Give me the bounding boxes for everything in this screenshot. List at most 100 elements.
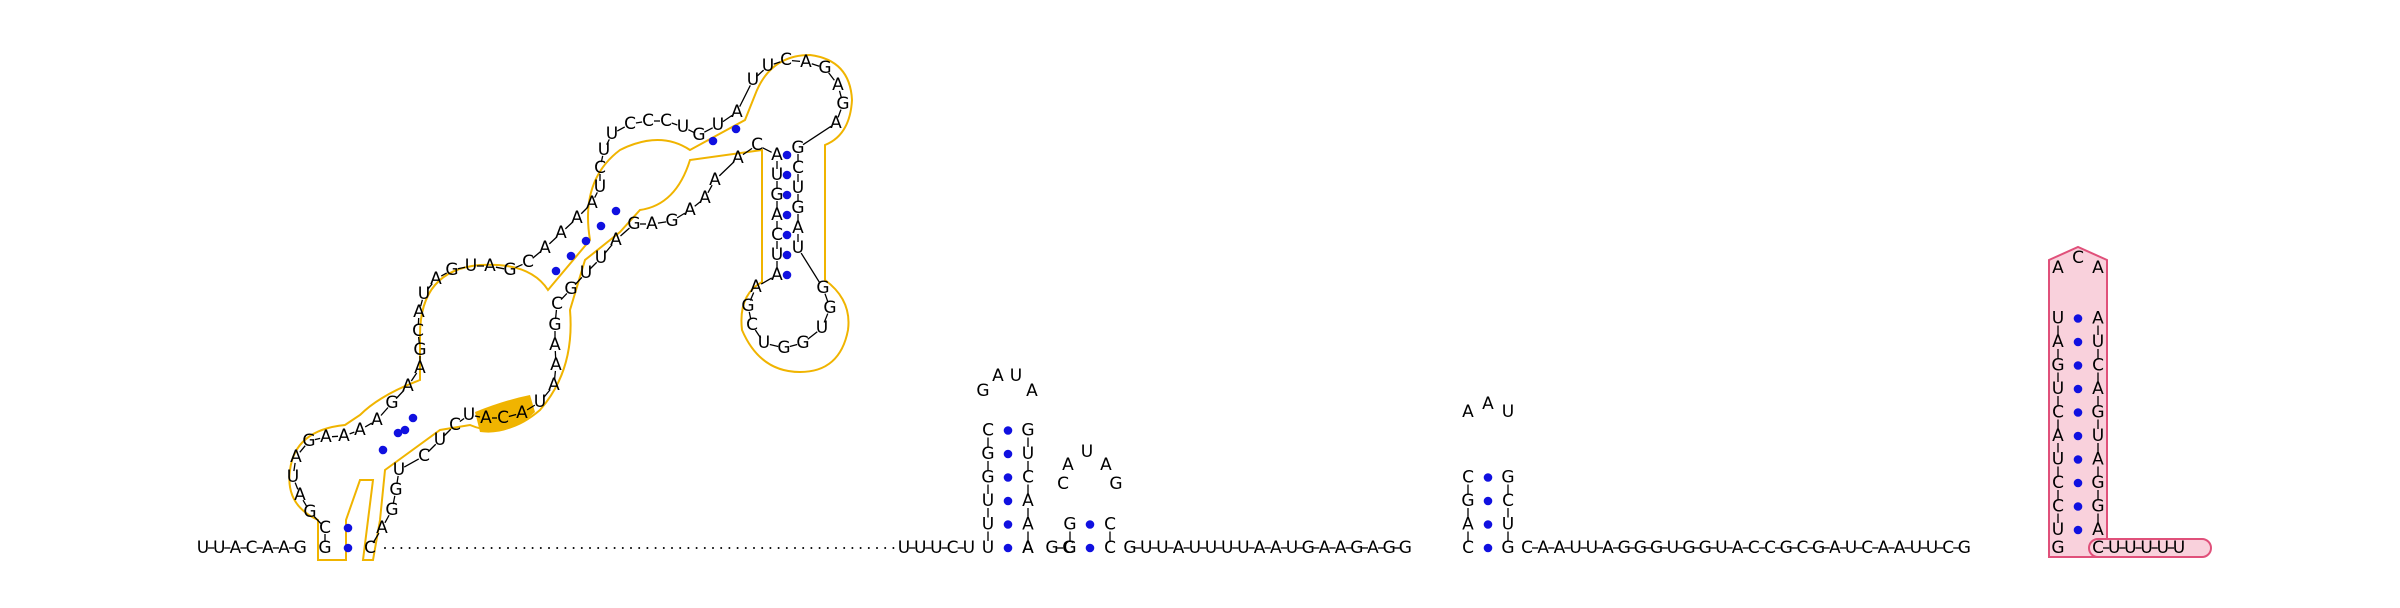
dotted-spacer [810,547,813,549]
dotted-spacer [392,547,395,549]
nucleotide: G [665,211,678,231]
dotted-spacer [400,547,403,549]
backbone-link [760,277,773,285]
nucleotide: U [2108,538,2120,558]
nucleotide: A [430,269,442,289]
nucleotide: A [1022,538,1034,558]
nucleotide: G [302,431,315,451]
nucleotide: C [2072,248,2084,268]
nucleotide: C [660,111,672,131]
nucleotide: A [320,427,332,447]
nucleotide: G [1812,538,1825,558]
domain-outline-large [288,53,854,561]
nucleotide: A [2052,426,2064,446]
backbone-link [807,331,818,340]
nucleotide: A [354,420,366,440]
backbone-link [739,85,751,107]
backbone-link [313,515,322,525]
backbone-link [543,389,551,398]
backbone-link [515,263,523,269]
nucleotide: G [981,468,994,488]
dotted-spacer [662,547,665,549]
nucleotide: C [1022,468,1034,488]
nucleotide: C [947,538,959,558]
nucleotide: C [412,321,424,341]
base-pair-dot [782,190,792,200]
nucleotide: U [393,460,405,480]
nucleotide: U [463,405,475,425]
dotted-spacer [580,547,583,549]
backbone-link [548,236,558,245]
nucleotide: A [1270,538,1282,558]
backbone-link [560,292,568,301]
backbone-link [427,443,437,453]
nucleotide: U [1586,538,1598,558]
nucleotide: U [434,430,446,450]
nucleotide: A [646,214,658,234]
nucleotide: C [1104,538,1116,558]
nucleotide: C [1462,538,1474,558]
nucleotide: C [2052,473,2064,493]
nucleotide: U [1926,538,1938,558]
base-pair-dot [393,428,403,438]
nucleotide: A [555,223,567,243]
backbone-link [384,514,390,524]
backbone-link [828,72,835,81]
nucleotide: G [564,279,577,299]
nucleotide: U [1502,402,1514,422]
dotted-spacer [867,547,870,549]
dotted-spacer [605,547,608,549]
nucleotide: C [642,111,654,131]
backbone-link [718,161,735,177]
backbone-link [294,482,299,490]
nucleotide: G [2091,403,2104,423]
nucleotide: G [1109,474,1122,494]
base-pair-dot [1003,520,1013,529]
backbone-link [600,155,604,163]
dotted-spacer [826,547,829,549]
dotted-spacer [818,547,821,549]
backbone-link [589,261,598,270]
dotted-spacer [457,547,460,549]
backbone-link [508,413,517,418]
dotted-spacer [638,547,641,549]
backbone-connectors [208,59,2174,549]
dotted-spacer [441,547,444,549]
nucleotide: C [1796,538,1808,558]
nucleotide: A [278,538,290,558]
dotted-spacer [523,547,526,549]
backbone-link [459,417,465,423]
nucleotide: U [2157,538,2169,558]
nucleotide: C [1748,538,1760,558]
nucleotide: G [1682,538,1695,558]
nucleotide: C [1062,538,1074,558]
nucleotide: A [750,277,762,297]
nucleotide: A [1554,538,1566,558]
nucleotide: A [699,188,711,208]
nucleotide: A [1254,538,1266,558]
nucleotide: A [586,193,598,213]
backbone-link [838,90,843,99]
dotted-spacer [416,547,419,549]
dotted-spacer [654,547,657,549]
nucleotide: U [1569,538,1581,558]
backbone-link [676,212,686,219]
dotted-spacer [794,547,796,549]
backbone-link [395,389,405,400]
nucleotide: U [712,115,724,135]
nucleotide: A [516,403,528,423]
nucleotide: G [1501,468,1514,488]
nucleotide: A [1482,394,1494,414]
nucleotide: U [1667,538,1679,558]
nucleotide: C [1861,538,1873,558]
backbone-link [410,372,418,382]
nucleotide: C [2052,497,2064,517]
nucleotide: U [287,467,299,487]
backbone-link [293,462,296,472]
base-pair-dot [1003,543,1013,553]
nucleotide: U [1502,515,1514,535]
nucleotide: G [548,315,561,335]
nucleotide: C [751,135,763,155]
nucleotide: C [780,50,792,70]
